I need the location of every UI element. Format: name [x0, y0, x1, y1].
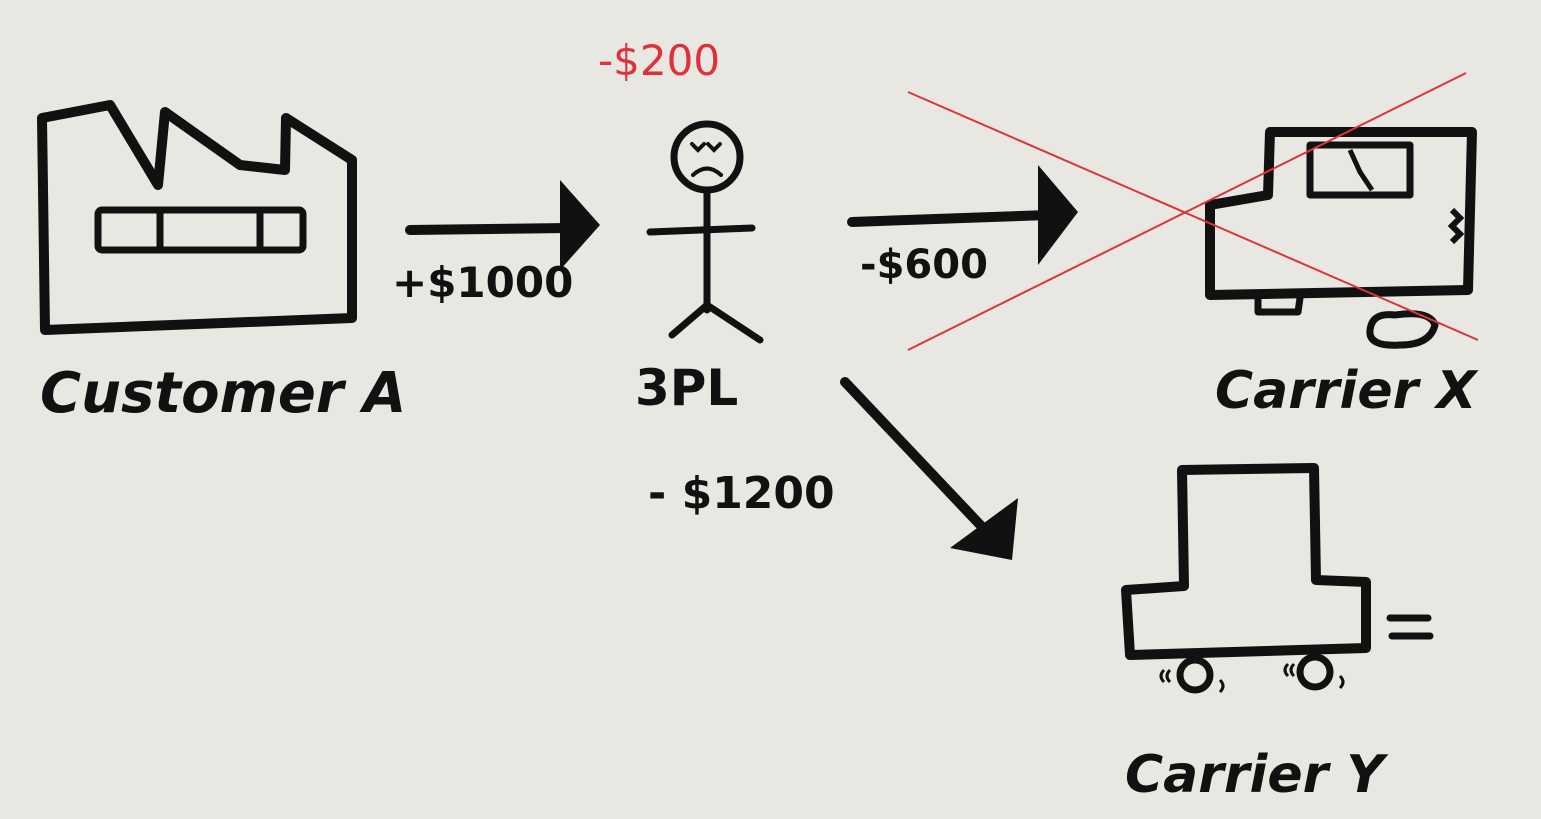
arrow-3pl-to-carrier-y [840, 377, 1018, 560]
carrier-y-label: Carrier Y [1125, 745, 1389, 805]
arrow-customer-to-3pl [405, 180, 600, 270]
truck-x-icon [1205, 127, 1477, 349]
net-loss-amount: -$200 [598, 36, 720, 85]
cross-out-mark [907, 72, 1479, 351]
factory-icon [37, 100, 357, 335]
cost-carrier-x-amount: -$600 [860, 242, 988, 288]
truck-y-icon [1121, 463, 1434, 694]
payment-in-amount: +$1000 [392, 258, 573, 307]
broker-label: 3PL [635, 359, 738, 417]
stick-figure-icon [646, 120, 764, 344]
carrier-x-label: Carrier X [1215, 361, 1479, 421]
cost-carrier-y-amount: - $1200 [648, 468, 835, 519]
customer-label: Customer A [40, 361, 406, 426]
arrow-3pl-to-carrier-x [847, 165, 1078, 265]
